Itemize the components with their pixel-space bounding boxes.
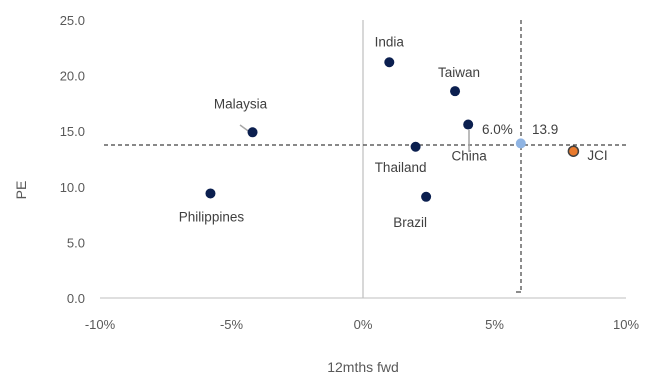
point-label-philippines: Philippines: [179, 209, 245, 224]
data-points: [205, 57, 580, 202]
point-label-brazil: Brazil: [393, 215, 427, 230]
y-tick-label: 5.0: [67, 235, 85, 250]
horizontal-reference-label: 13.9: [532, 122, 558, 137]
y-tick-label: 20.0: [60, 69, 85, 84]
point-label-india: India: [375, 34, 405, 49]
y-tick-label: 0.0: [67, 291, 85, 306]
point-labels: IndiaTaiwanMalaysiaChinaThailandPhilippi…: [179, 34, 608, 230]
data-point-india: [384, 57, 395, 68]
x-tick-label: 10%: [613, 317, 639, 332]
x-tick-label: -10%: [85, 317, 116, 332]
x-axis-title: 12mths fwd: [327, 359, 399, 375]
y-axis-title: PE: [13, 181, 29, 200]
vertical-reference-label: 6.0%: [482, 122, 513, 137]
data-point-china: [463, 119, 474, 130]
data-point-thailand: [410, 141, 421, 152]
data-point-philippines: [205, 188, 216, 199]
point-label-jci: JCI: [587, 148, 607, 163]
data-point-taiwan: [450, 86, 461, 97]
point-label-malaysia: Malaysia: [214, 96, 268, 111]
data-point-reference-marker: [515, 138, 526, 149]
y-tick-label: 10.0: [60, 180, 85, 195]
y-tick-labels: 0.0 5.0 10.0 15.0 20.0 25.0: [60, 13, 85, 306]
point-label-china: China: [452, 149, 488, 164]
data-point-brazil: [421, 191, 432, 202]
data-point-jci: [567, 145, 580, 157]
y-tick-label: 15.0: [60, 124, 85, 139]
data-point-malaysia: [247, 127, 258, 138]
x-tick-label: 0%: [354, 317, 373, 332]
x-tick-labels: -10% -5% 0% 5% 10%: [85, 317, 640, 332]
point-label-thailand: Thailand: [375, 160, 427, 175]
y-tick-label: 25.0: [60, 13, 85, 28]
point-label-taiwan: Taiwan: [438, 65, 480, 80]
x-tick-label: -5%: [220, 317, 244, 332]
x-tick-label: 5%: [485, 317, 504, 332]
